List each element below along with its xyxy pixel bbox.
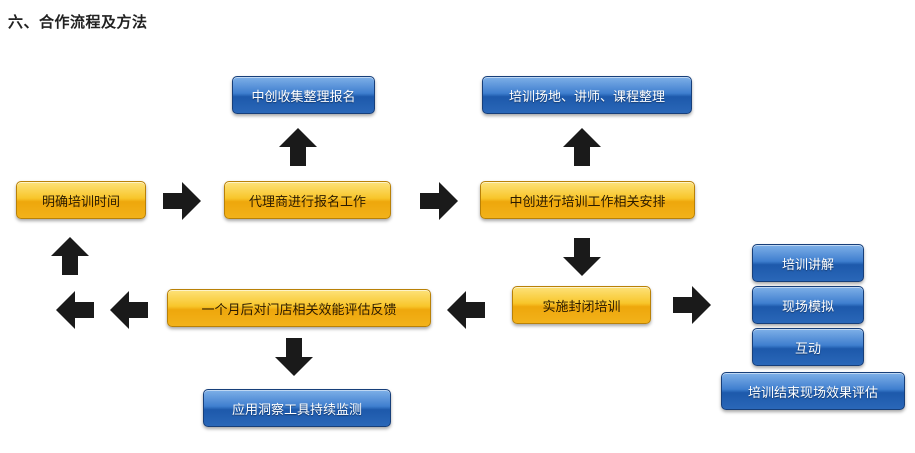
arrow-up-icon [278, 127, 318, 167]
node-arrange-training: 中创进行培训工作相关安排 [480, 181, 695, 219]
node-explain: 培训讲解 [752, 244, 864, 282]
arrow-left-icon [55, 290, 95, 330]
node-tool-monitoring: 应用洞察工具持续监测 [203, 389, 391, 427]
arrow-down-icon [562, 237, 602, 277]
node-collect-report: 中创收集整理报名 [232, 76, 375, 114]
arrow-left-icon [446, 290, 486, 330]
arrow-right-icon [672, 285, 712, 325]
node-monthly-evaluation: 一个月后对门店相关效能评估反馈 [167, 289, 431, 327]
arrow-down-icon [274, 337, 314, 377]
node-confirm-time: 明确培训时间 [16, 181, 146, 219]
arrow-right-icon [162, 181, 202, 221]
node-venue-lecturer-course: 培训场地、讲师、课程整理 [482, 76, 692, 114]
arrow-up-icon [50, 236, 90, 276]
page-title: 六、合作流程及方法 [8, 13, 148, 31]
node-post-evaluation: 培训结束现场效果评估 [721, 372, 905, 410]
node-closed-training: 实施封闭培训 [512, 286, 651, 324]
arrow-right-icon [419, 181, 459, 221]
node-agent-registration: 代理商进行报名工作 [224, 181, 391, 219]
arrow-left-icon [109, 290, 149, 330]
arrow-up-icon [562, 127, 602, 167]
node-simulation: 现场模拟 [752, 286, 864, 324]
node-interaction: 互动 [752, 328, 864, 366]
